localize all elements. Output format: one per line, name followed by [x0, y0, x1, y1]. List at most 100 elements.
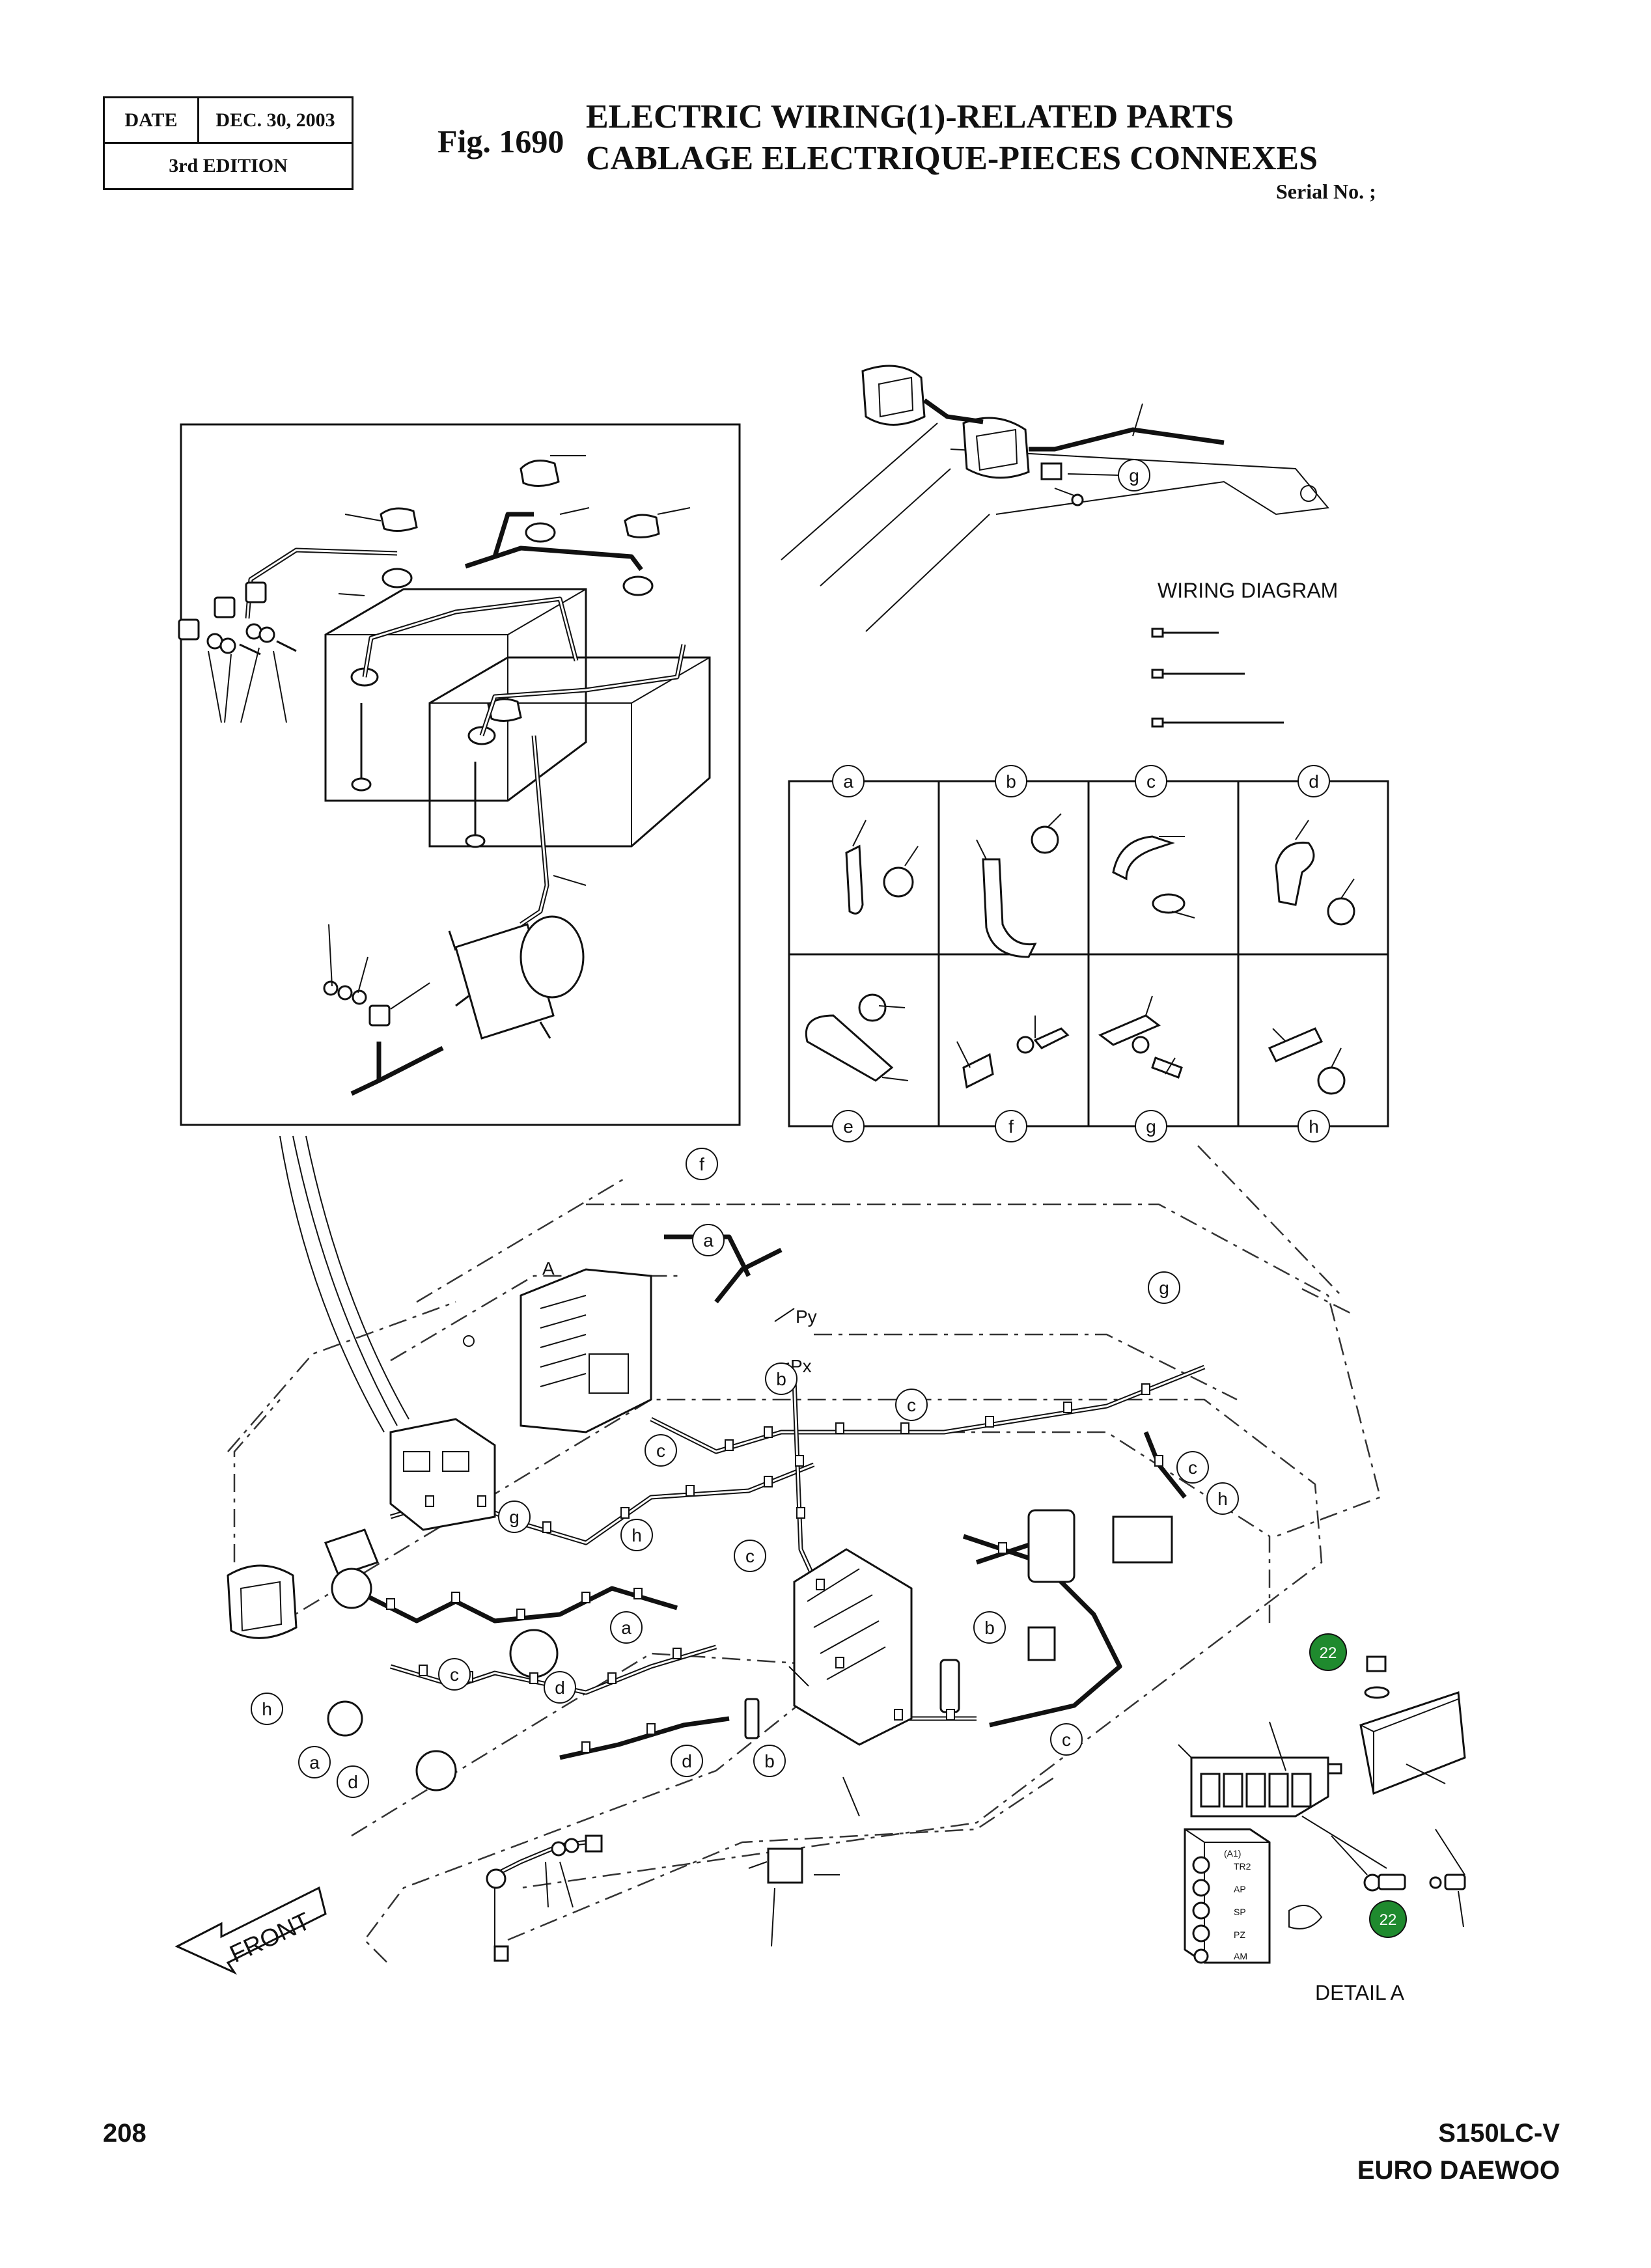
svg-text:a: a	[309, 1752, 320, 1773]
boom-lamp-view: g	[781, 365, 1329, 632]
callout-g-7: g	[498, 1500, 531, 1533]
title-english: ELECTRIC WIRING(1)-RELATED PARTS	[586, 98, 1234, 135]
svg-text:b: b	[764, 1751, 775, 1771]
svg-text:e: e	[843, 1116, 853, 1137]
relay-tag-ap: AP	[1234, 1884, 1246, 1894]
py-label: Py	[796, 1307, 817, 1327]
callout-c-12: c	[438, 1658, 471, 1691]
harness-clamp-mark	[1141, 1383, 1150, 1395]
cable-tie-set: WIRING DIAGRAM	[1151, 579, 1338, 728]
harness-clamp-mark	[835, 1422, 844, 1434]
serial-number: Serial No. ;	[1276, 180, 1376, 203]
front-arrow: FRONT	[174, 1886, 327, 1975]
work-lamp-lower	[962, 417, 1030, 479]
maker-name: EURO DAEWOO	[1357, 2156, 1560, 2185]
callout-g-20: g	[1148, 1271, 1180, 1304]
grid-label-h: h	[1297, 1110, 1330, 1142]
harness-clamp-mark	[419, 1665, 428, 1676]
relay-tag-sp: SP	[1234, 1907, 1246, 1917]
harness-clamp-mark	[725, 1439, 734, 1451]
svg-text:c: c	[656, 1441, 665, 1461]
operator-panel	[793, 1548, 913, 1746]
svg-text:a: a	[621, 1618, 631, 1638]
svg-text:c: c	[1188, 1458, 1197, 1478]
cab-lamp	[227, 1564, 298, 1639]
harness-clamp-mark	[529, 1672, 538, 1684]
harness-clamp-mark	[607, 1672, 617, 1684]
edition-label: 3rd EDITION	[169, 155, 288, 176]
callout-b-18: b	[753, 1745, 786, 1777]
clamp-grid	[788, 780, 1389, 1127]
callout-a-10: a	[610, 1611, 643, 1644]
grid-label-f: f	[995, 1110, 1027, 1142]
callout-f-0: f	[686, 1148, 718, 1180]
svg-text:g: g	[509, 1507, 520, 1527]
svg-text:c: c	[907, 1395, 916, 1415]
svg-text:c: c	[450, 1665, 459, 1685]
callout-d-13: d	[544, 1671, 576, 1704]
harness-clamp-mark	[900, 1422, 909, 1434]
harness-clamp-mark	[894, 1709, 903, 1721]
callout-b-11: b	[973, 1611, 1006, 1644]
relay-header: (A1)	[1224, 1848, 1241, 1859]
harness-clamp-mark	[1063, 1402, 1072, 1413]
relay-tag-tr2: TR2	[1234, 1861, 1251, 1872]
callout-g-top: g	[1129, 465, 1139, 486]
callout-c-9: c	[734, 1540, 766, 1572]
svg-text:b: b	[776, 1369, 786, 1389]
callout-c-4: c	[645, 1434, 677, 1467]
battery-inset	[178, 423, 741, 1126]
svg-text:h: h	[262, 1699, 272, 1719]
svg-text:g: g	[1159, 1278, 1169, 1298]
harness-clamp-mark	[946, 1709, 955, 1721]
callout-h-15: h	[251, 1693, 283, 1725]
work-lamp-upper	[861, 365, 926, 426]
callout-a-16: a	[298, 1746, 331, 1778]
battery-left	[324, 588, 587, 802]
harness-clamp-mark	[673, 1648, 682, 1659]
detail-a-label: DETAIL A	[1315, 1981, 1405, 2004]
relay-tag-pz: PZ	[1234, 1929, 1245, 1940]
part-ref-badge-top: 22	[1309, 1633, 1347, 1671]
grid-label-b: b	[995, 765, 1027, 797]
callout-h-8: h	[620, 1519, 653, 1551]
controller-box	[1359, 1691, 1466, 1795]
callout-b-2: b	[765, 1362, 798, 1395]
svg-text:d: d	[348, 1772, 358, 1792]
svg-text:a: a	[843, 771, 853, 792]
harness-clamp-mark	[985, 1416, 994, 1428]
relay-tag-am: AM	[1234, 1951, 1247, 1961]
harness-clamp-mark	[516, 1609, 525, 1620]
svg-text:f: f	[699, 1154, 704, 1174]
fuse-box	[520, 1268, 652, 1433]
part-ref-22-top: 22	[1320, 1644, 1337, 1662]
harness-clamp-mark	[764, 1476, 773, 1487]
callout-c-3: c	[895, 1389, 928, 1421]
date-row: DATE DEC. 30, 2003	[105, 98, 352, 144]
date-label: DATE	[105, 98, 199, 142]
svg-text:h: h	[631, 1525, 642, 1545]
grid-label-d: d	[1297, 765, 1330, 797]
svg-text:c: c	[745, 1546, 755, 1566]
callout-h-6: h	[1206, 1482, 1239, 1515]
harness-clamp-mark	[425, 1495, 434, 1507]
part-ref-22-bottom: 22	[1380, 1911, 1397, 1929]
svg-text:c: c	[1062, 1730, 1071, 1750]
model-name: S150LC-V	[1438, 2119, 1560, 2148]
date-value: DEC. 30, 2003	[215, 109, 335, 131]
harness-clamp-mark	[835, 1657, 844, 1668]
svg-text:d: d	[555, 1678, 565, 1698]
harness-clamp-mark	[542, 1521, 551, 1533]
inset-leader	[279, 1135, 409, 1433]
harness-clamp-mark	[686, 1485, 695, 1497]
callout-d-17: d	[337, 1765, 369, 1798]
svg-text:d: d	[1309, 771, 1319, 792]
svg-text:a: a	[703, 1230, 714, 1251]
harness-clamp-mark	[1154, 1455, 1163, 1467]
svg-text:g: g	[1146, 1116, 1156, 1137]
svg-text:d: d	[682, 1751, 692, 1771]
harness-clamp-mark	[998, 1542, 1007, 1554]
figure-number: Fig. 1690	[437, 123, 564, 159]
harness-clamp-mark	[796, 1507, 805, 1519]
